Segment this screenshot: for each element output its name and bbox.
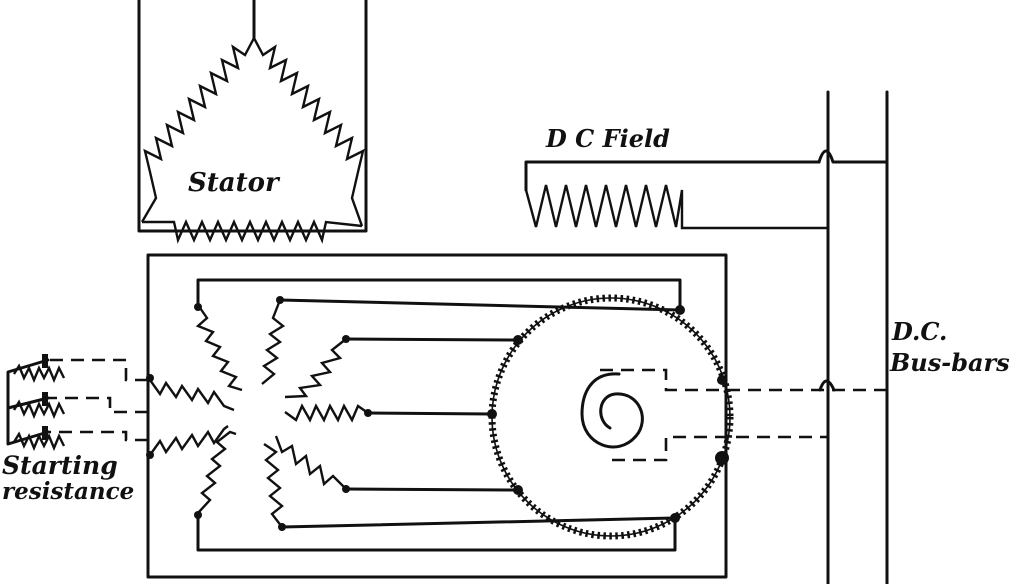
- stator: [137, 0, 368, 244]
- dc-bus-label-line2: Bus-bars: [889, 348, 1010, 377]
- dc-field: [524, 149, 889, 230]
- starting-resistance-label-line1: Starting: [2, 451, 118, 480]
- tap-connections: [278, 298, 682, 529]
- rotor-enclosure: [146, 253, 728, 579]
- armature: [488, 294, 890, 540]
- rotor-inner-loop: [196, 278, 682, 312]
- commutator-symbol: [580, 372, 644, 449]
- stator-bottom-coil: [142, 219, 363, 244]
- armature-winding: [488, 294, 734, 540]
- stator-left-coil: [140, 37, 256, 223]
- stator-frame: [137, 0, 368, 233]
- stator-right-coil: [252, 37, 365, 227]
- junction-dots: [146, 296, 729, 531]
- starting-resistance: [6, 354, 148, 452]
- dc-bus-bars: [826, 90, 889, 584]
- dc-field-label: D C Field: [545, 124, 670, 153]
- dc-bus-label-line1: D.C.: [891, 317, 947, 346]
- starting-resistance-label-line2: resistance: [2, 478, 134, 505]
- rotor-coils: [149, 299, 369, 528]
- dc-field-coil: [524, 184, 828, 230]
- stator-label: Stator: [188, 168, 281, 198]
